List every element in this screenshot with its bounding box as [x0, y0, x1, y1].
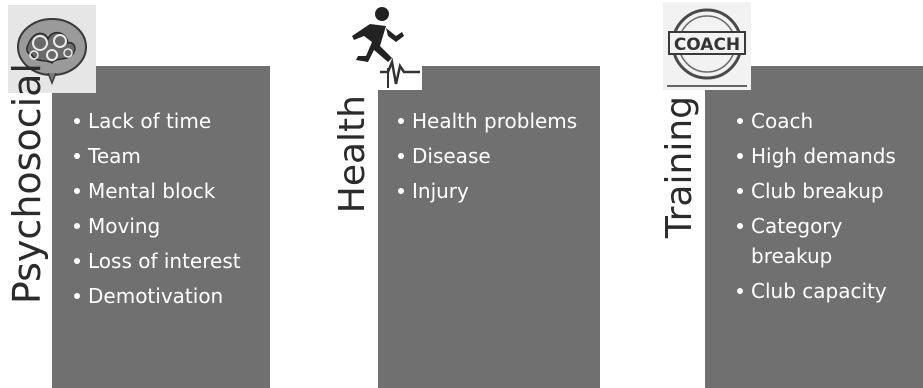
- coach-stamp-text: COACH: [674, 35, 740, 55]
- list-item: Health problems: [398, 106, 600, 136]
- list-item: High demands: [737, 141, 923, 171]
- list-item: Category breakup: [737, 211, 923, 271]
- list-item: Club capacity: [737, 276, 923, 306]
- category-box: [378, 66, 600, 388]
- category-label-text: Training: [659, 95, 700, 238]
- item-list: Coach High demands Club breakup Category…: [737, 106, 923, 311]
- category-column-health: Health Health problems Disease Injury: [330, 0, 610, 388]
- brain-icon: [8, 5, 96, 93]
- category-label: Training: [659, 96, 701, 238]
- running-person-heartbeat-icon: [334, 2, 422, 90]
- list-item: Team: [74, 141, 270, 171]
- item-list: Health problems Disease Injury: [398, 106, 600, 211]
- category-label-text: Psychosocial: [5, 62, 49, 304]
- category-label: Health: [332, 95, 374, 213]
- list-item: Lack of time: [74, 106, 270, 136]
- list-item: Coach: [737, 106, 923, 136]
- list-item: Disease: [398, 141, 600, 171]
- list-item: Club breakup: [737, 176, 923, 206]
- item-list: Lack of time Team Mental block Moving Lo…: [74, 106, 270, 316]
- category-box: [52, 66, 270, 388]
- coach-stamp-icon: COACH: [663, 2, 751, 90]
- list-item: Demotivation: [74, 281, 270, 311]
- category-column-training: COACH Training Coach High demands Club b…: [655, 0, 923, 388]
- category-column-psychosocial: Psychosocial Lack of time Team Mental bl…: [0, 0, 280, 388]
- list-item: Injury: [398, 176, 600, 206]
- list-item: Loss of interest: [74, 246, 270, 276]
- list-item: Moving: [74, 211, 270, 241]
- category-label-text: Health: [332, 94, 373, 213]
- category-label: Psychosocial: [5, 63, 49, 304]
- list-item: Mental block: [74, 176, 270, 206]
